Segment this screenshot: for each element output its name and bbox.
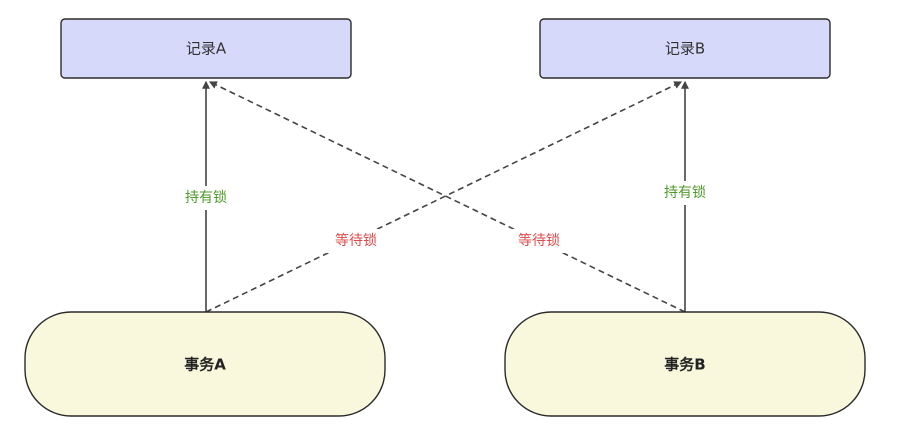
transaction-b-label: 事务B — [664, 356, 705, 374]
edge-label-b-holds-text: 持有锁 — [664, 185, 706, 201]
record-a-node[interactable]: 记录A — [60, 18, 352, 79]
transaction-a-label: 事务A — [184, 356, 226, 374]
edge-label-a-waits-text: 等待锁 — [335, 232, 377, 249]
edge-label-b-waits: 等待锁 — [507, 229, 571, 253]
record-b-label: 记录B — [665, 40, 705, 58]
edge-label-a-holds: 持有锁 — [174, 186, 238, 210]
edge-label-a-holds-text: 持有锁 — [185, 190, 227, 206]
edge-label-a-waits: 等待锁 — [324, 229, 388, 253]
edge-label-b-waits-text: 等待锁 — [518, 232, 560, 249]
edge-label-b-holds: 持有锁 — [653, 181, 717, 205]
transaction-a-node[interactable]: 事务A — [24, 311, 386, 417]
transaction-b-node[interactable]: 事务B — [504, 311, 866, 417]
edge-b-waits-record-a — [208, 81, 686, 313]
record-b-node[interactable]: 记录B — [539, 18, 831, 79]
edge-a-waits-record-b — [205, 81, 683, 313]
record-a-label: 记录A — [186, 40, 227, 58]
